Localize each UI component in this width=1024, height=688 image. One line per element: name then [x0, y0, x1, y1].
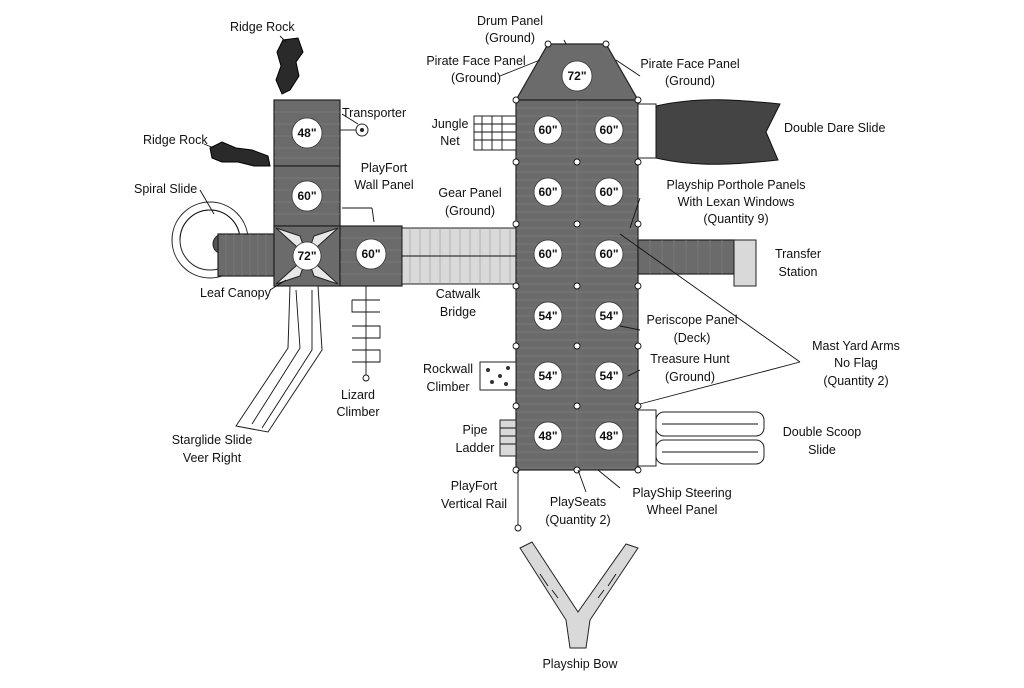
label-catwalk-1: Catwalk [436, 287, 481, 301]
spiral-slide-bridge [217, 233, 275, 277]
label-leaf-canopy: Leaf Canopy [200, 286, 272, 300]
label-mast-3: (Quantity 2) [823, 374, 888, 388]
deck-size-label: 60" [538, 123, 557, 137]
label-mast-2: No Flag [834, 356, 878, 370]
label-pf-vertical-2: Vertical Rail [441, 497, 507, 511]
label-ridge-rock-top: Ridge Rock [230, 20, 295, 34]
playfort-vertical-rail-shape [514, 470, 522, 532]
label-treasure-2: (Ground) [665, 370, 715, 384]
label-pf-vertical-1: PlayFort [451, 479, 498, 493]
label-gear-2: (Ground) [445, 204, 495, 218]
label-rockwall-1: Rockwall [423, 362, 473, 376]
transporter-shape [340, 123, 369, 137]
label-mast-1: Mast Yard Arms [812, 339, 900, 353]
label-bow: Playship Bow [542, 657, 618, 671]
label-pirate-right-2: (Ground) [665, 74, 715, 88]
label-periscope-1: Periscope Panel [646, 313, 737, 327]
label-playfort-wall-1: PlayFort [361, 161, 408, 175]
deck-size-label: 60" [599, 185, 618, 199]
deck-size-label: 60" [297, 189, 316, 203]
label-drum-2: (Ground) [485, 31, 535, 45]
playship-bow-shape [519, 541, 639, 649]
deck-size-label: 72" [297, 249, 316, 263]
deck-size-label: 48" [599, 429, 618, 443]
label-playseats-2: (Quantity 2) [545, 513, 610, 527]
deck-size-label: 60" [538, 185, 557, 199]
leaf-canopy-deck: 72" [273, 225, 341, 287]
label-steering-2: Wheel Panel [647, 503, 718, 517]
jungle-net-shape [473, 115, 517, 151]
label-starglide-2: Veer Right [183, 451, 242, 465]
label-ridge-rock-mid: Ridge Rock [143, 133, 208, 147]
ship-deck-discs: 60" 60" 60" 60" 60" 60" 54" 54" 54" 54" … [533, 115, 624, 451]
label-lizard-1: Lizard [341, 388, 375, 402]
label-starglide-1: Starglide Slide [172, 433, 253, 447]
deck-size-label: 54" [538, 369, 557, 383]
label-pirate-right-1: Pirate Face Panel [640, 57, 739, 71]
label-porthole-1: Playship Porthole Panels [667, 178, 806, 192]
ridge-rock-mid-shape [209, 141, 271, 167]
label-porthole-2: With Lexan Windows [678, 195, 795, 209]
playfort-wall-panel-shape [342, 207, 375, 223]
label-double-scoop-1: Double Scoop [783, 425, 862, 439]
label-porthole-3: (Quantity 9) [703, 212, 768, 226]
label-transporter: Transporter [342, 106, 406, 120]
label-rockwall-2: Climber [426, 380, 469, 394]
label-pipe-2: Ladder [456, 441, 495, 455]
ridge-rock-top-shape [275, 37, 304, 95]
deck-size-label: 48" [538, 429, 557, 443]
ship-bow-deck-72: 72" [514, 40, 640, 101]
deck-size-label: 54" [599, 309, 618, 323]
deck-size-label: 60" [599, 123, 618, 137]
leader-lines [199, 35, 801, 493]
label-treasure-1: Treasure Hunt [650, 352, 730, 366]
deck-size-label: 60" [599, 247, 618, 261]
label-spiral-slide: Spiral Slide [134, 182, 197, 196]
callout-labels: Ridge Rock Ridge Rock Transporter Spiral… [134, 14, 900, 671]
label-catwalk-2: Bridge [440, 305, 476, 319]
label-double-scoop-2: Slide [808, 443, 836, 457]
label-drum-1: Drum Panel [477, 14, 543, 28]
double-scoop-slide-shape [637, 409, 765, 467]
deck-size-label: 54" [599, 369, 618, 383]
catwalk-bridge-shape [401, 227, 517, 285]
deck-size-label: 72" [567, 69, 586, 83]
label-jungle-2: Net [440, 134, 460, 148]
deck-size-label: 48" [297, 126, 316, 140]
left-deck-48: 48" [273, 99, 341, 167]
rockwall-climber-shape [479, 361, 517, 391]
label-double-dare: Double Dare Slide [784, 121, 885, 135]
label-pipe-1: Pipe [462, 423, 487, 437]
label-steering-1: PlayShip Steering [632, 486, 731, 500]
label-jungle-1: Jungle [432, 117, 469, 131]
label-transfer-2: Station [779, 265, 818, 279]
label-periscope-2: (Deck) [674, 331, 711, 345]
label-gear-1: Gear Panel [438, 186, 501, 200]
deck-size-label: 60" [538, 247, 557, 261]
deck-size-label: 60" [361, 247, 380, 261]
label-transfer-1: Transfer [775, 247, 821, 261]
label-playseats-1: PlaySeats [550, 495, 606, 509]
starglide-slide-shape [235, 285, 323, 433]
lizard-climber-shape [351, 286, 381, 382]
transfer-station-shape [637, 239, 757, 287]
label-pirate-left-2: (Ground) [451, 71, 501, 85]
mid-deck-60: 60" [339, 225, 403, 287]
deck-size-label: 54" [538, 309, 557, 323]
label-playfort-wall-2: Wall Panel [354, 178, 413, 192]
ship-post-nodes [512, 96, 642, 474]
left-deck-60: 60" [273, 165, 341, 227]
double-dare-slide-shape [637, 99, 781, 165]
label-pirate-left-1: Pirate Face Panel [426, 54, 525, 68]
label-lizard-2: Climber [336, 405, 379, 419]
pipe-ladder-shape [499, 419, 517, 457]
